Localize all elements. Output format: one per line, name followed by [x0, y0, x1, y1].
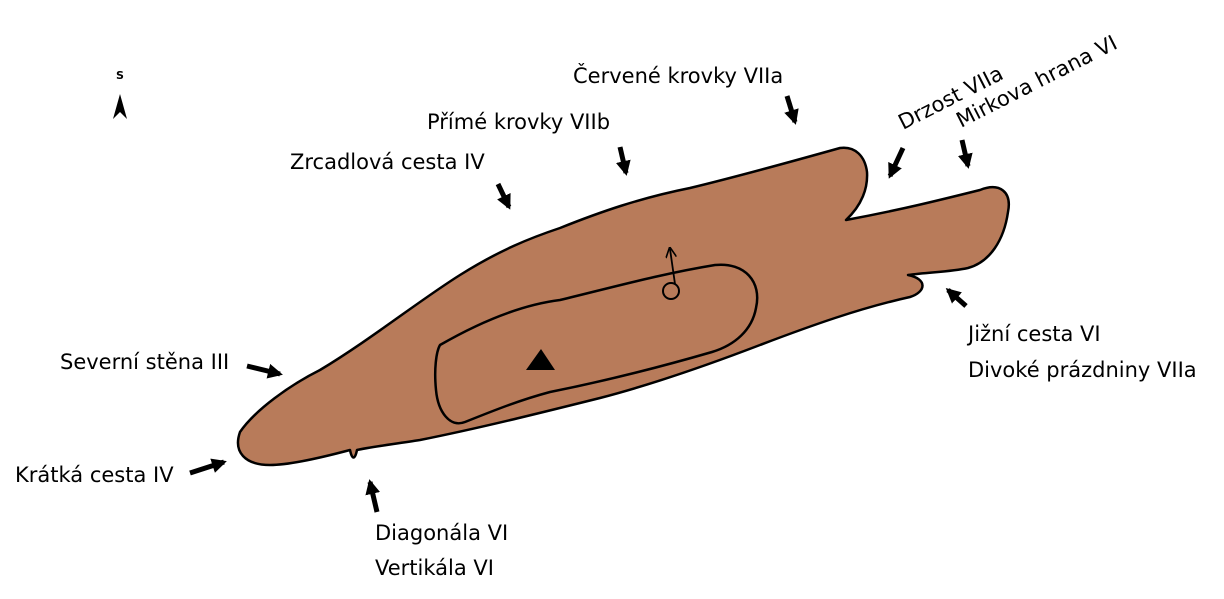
route-arrow-mirkova — [957, 139, 973, 169]
route-label-kratka: Krátká cesta IV — [15, 463, 174, 487]
north-letter: S — [116, 69, 124, 82]
route-arrow-prime — [615, 146, 631, 176]
route-label-divoke: Divoké prázdniny VIIa — [968, 358, 1197, 382]
route-arrow-kratka — [189, 458, 227, 476]
route-label-prime: Přímé krovky VIIb — [427, 110, 610, 134]
route-label-jizni: Jižní cesta VI — [966, 322, 1101, 346]
route-label-diagonala: Diagonála VI — [375, 521, 508, 545]
route-arrow-jizni — [945, 288, 968, 308]
summit-plateau — [433, 263, 759, 425]
route-arrow-severni — [246, 363, 283, 379]
route-label-cervene: Červené krovky VIIa — [573, 63, 783, 88]
descent-ring-icon — [662, 249, 680, 300]
route-label-zrcadlova: Zrcadlová cesta IV — [290, 150, 485, 174]
north-arrow-icon — [113, 94, 127, 119]
summit-triangle-icon — [526, 349, 555, 370]
route-arrow-diagonala — [365, 479, 381, 513]
route-label-severni: Severní stěna III — [60, 350, 229, 374]
route-arrow-drzost — [887, 146, 906, 179]
route-arrow-cervene — [784, 95, 799, 125]
route-arrow-zrcadlova — [495, 182, 512, 210]
north-indicator: S — [113, 69, 127, 119]
route-arrows — [189, 95, 973, 513]
route-label-vertikala: Vertikála VI — [375, 556, 494, 580]
